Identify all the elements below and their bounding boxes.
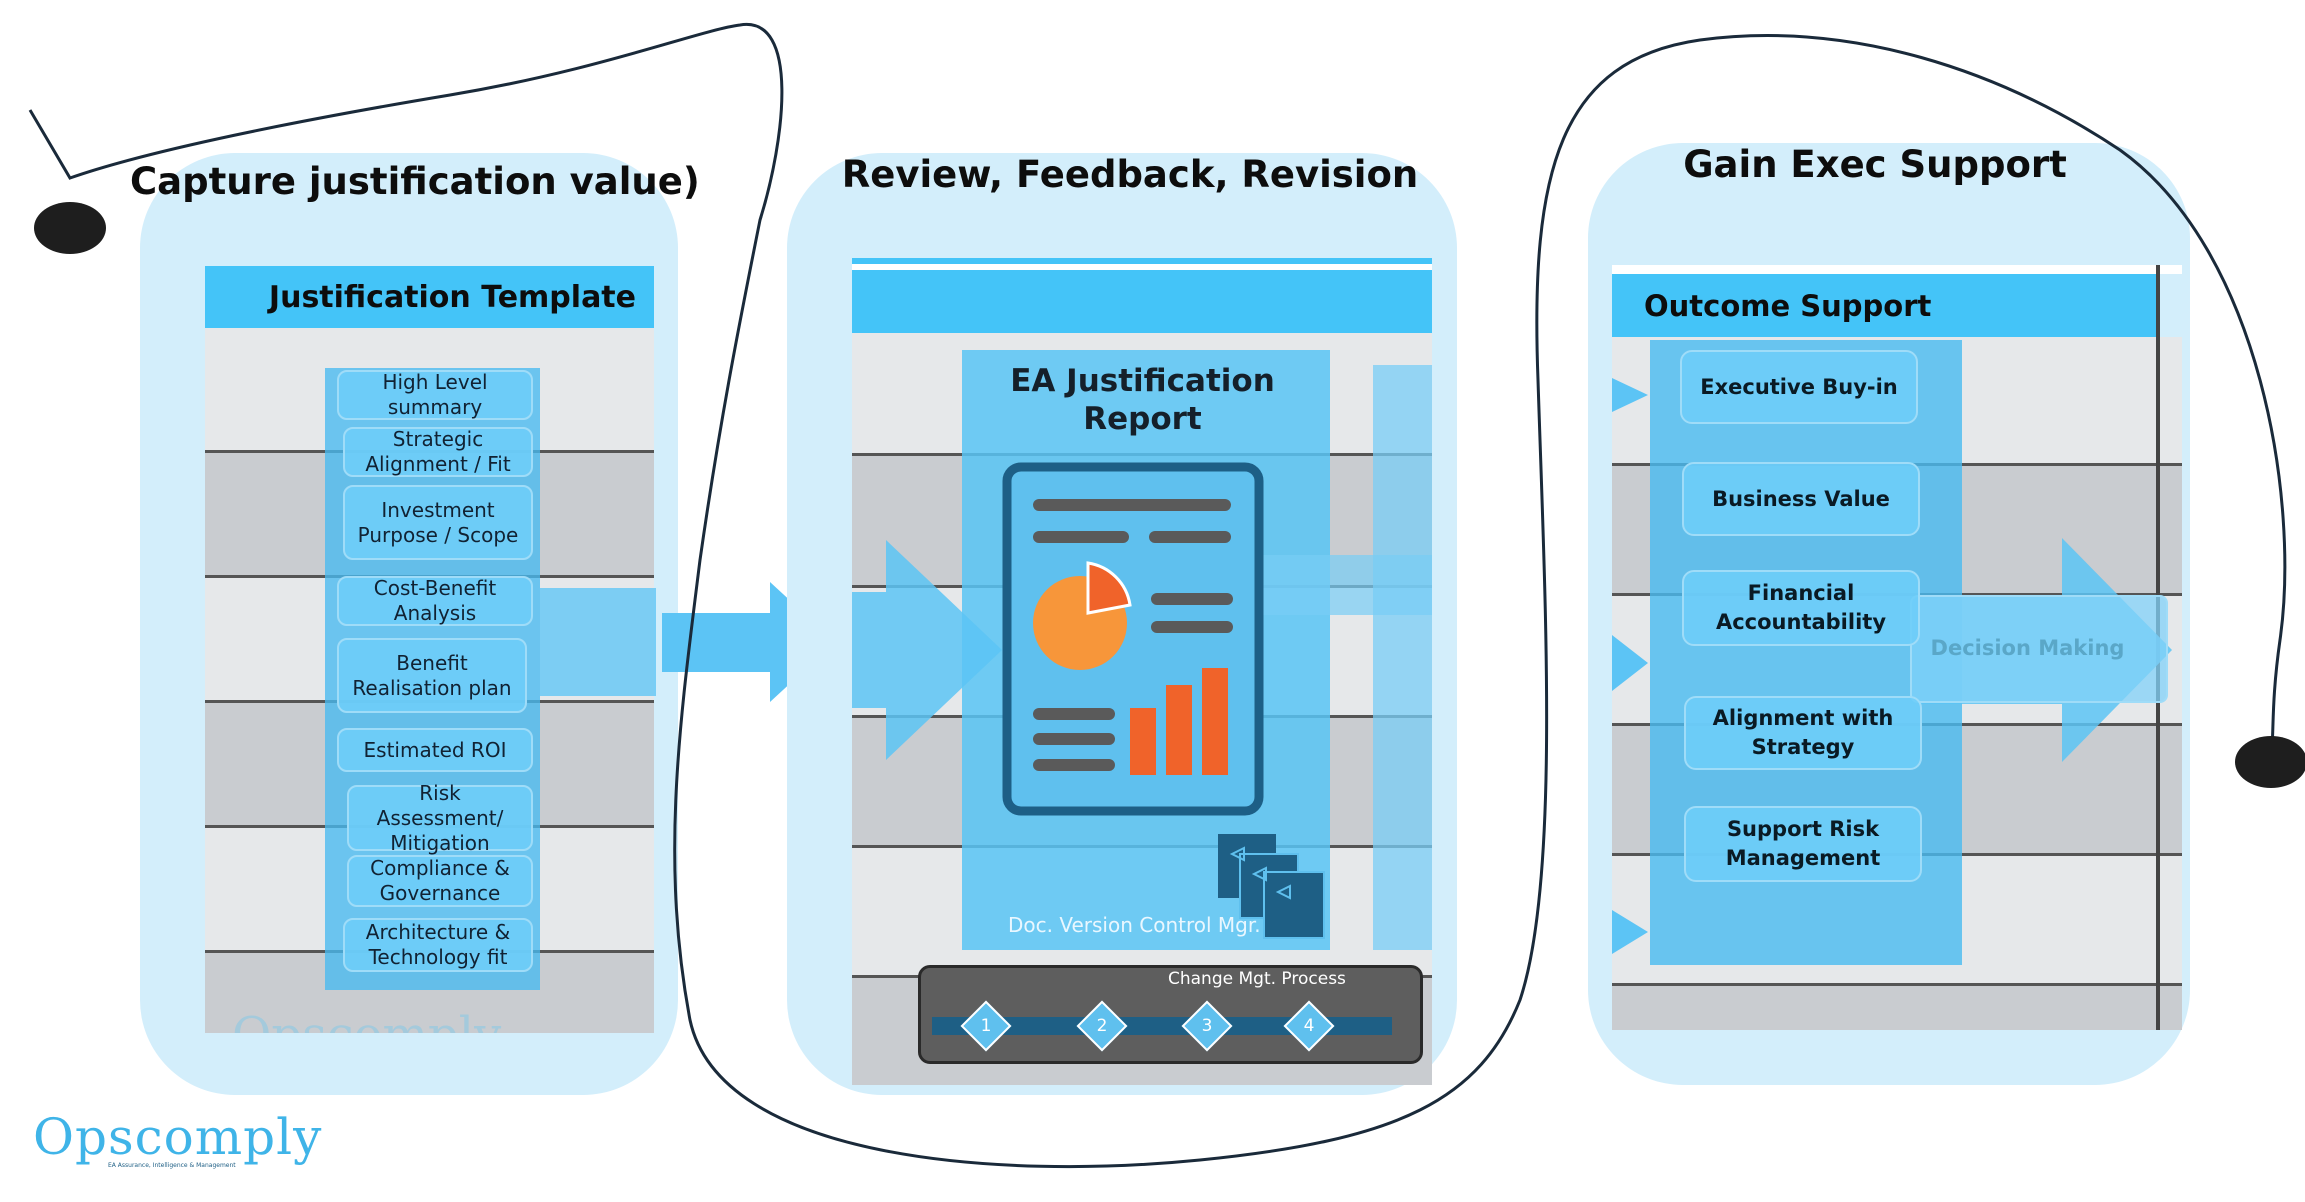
doc-version-control-label: Doc. Version Control Mgr. [1008,913,1261,937]
panel-title-capture: Capture justification value) [130,160,700,203]
template-item-cost-benefit: Cost-Benefit Analysis [337,576,533,626]
decision-making-box [1910,595,2168,703]
outcome-side-markers [1612,378,1648,954]
template-item-investment-purpose: Investment Purpose / Scope [343,485,533,560]
template-item-estimated-roi: Estimated ROI [337,728,533,772]
process-step-1-label: 1 [980,1016,992,1036]
change-mgt-process-title: Change Mgt. Process [1168,969,1346,989]
outcome-item-alignment-strategy: Alignment with Strategy [1684,696,1922,770]
process-step-3: 3 [1181,1000,1233,1052]
review-header-bar [852,270,1432,333]
process-step-3-label: 3 [1201,1016,1213,1036]
outcome-item-financial-accountability: Financial Accountability [1682,570,1920,646]
doc-version-stack-icon [1218,834,1325,939]
template-item-strategic-alignment: Strategic Alignment / Fit [343,427,533,477]
outcome-header: Outcome Support [1612,274,2156,337]
process-step-4: 4 [1283,1000,1335,1052]
outcome-header-label: Outcome Support [1644,288,1932,323]
process-step-1: 1 [960,1000,1012,1052]
template-item-compliance: Compliance & Governance [347,855,533,907]
outcome-item-business-value: Business Value [1682,462,1920,536]
report-document-icon [1002,462,1264,816]
process-step-2-label: 2 [1096,1016,1108,1036]
template-header-label: Justification Template [268,279,636,315]
process-step-4-label: 4 [1303,1016,1315,1036]
template-item-high-level-summary: High Level summary [337,370,533,420]
template-item-risk-assessment: Risk Assessment/ Mitigation [347,781,533,855]
template-connector-block [540,588,656,696]
panel-title-exec-support: Gain Exec Support [1683,143,2067,186]
connector-start-dot [34,202,106,254]
connector-end-dot [2235,736,2305,788]
logo-tagline: EA Assurance, Intelligence & Management [108,1162,236,1169]
decision-making-label: Decision Making [1930,636,2125,660]
template-watermark: Opscomply [232,1005,642,1033]
panel-title-review: Review, Feedback, Revision [841,153,1419,196]
template-item-architecture: Architecture & Technology fit [343,918,533,972]
outcome-item-executive-buy-in: Executive Buy-in [1680,350,1918,424]
process-step-2: 2 [1076,1000,1128,1052]
review-right-column [1373,365,1432,950]
process-track [932,1017,1392,1035]
arrow-into-report [852,540,1002,760]
review-crossbar [1260,555,1432,615]
change-mgt-process [918,965,1423,1064]
template-item-benefit-realisation: Benefit Realisation plan [337,638,527,713]
report-title: EA Justification Report [1010,363,1275,437]
logo-wordmark: Opscomply [33,1108,323,1166]
template-header: Justification Template [205,266,654,328]
opscomply-logo: Opscomply EA Assurance, Intelligence & M… [33,1108,323,1172]
outcome-item-support-risk: Support Risk Management [1684,806,1922,882]
